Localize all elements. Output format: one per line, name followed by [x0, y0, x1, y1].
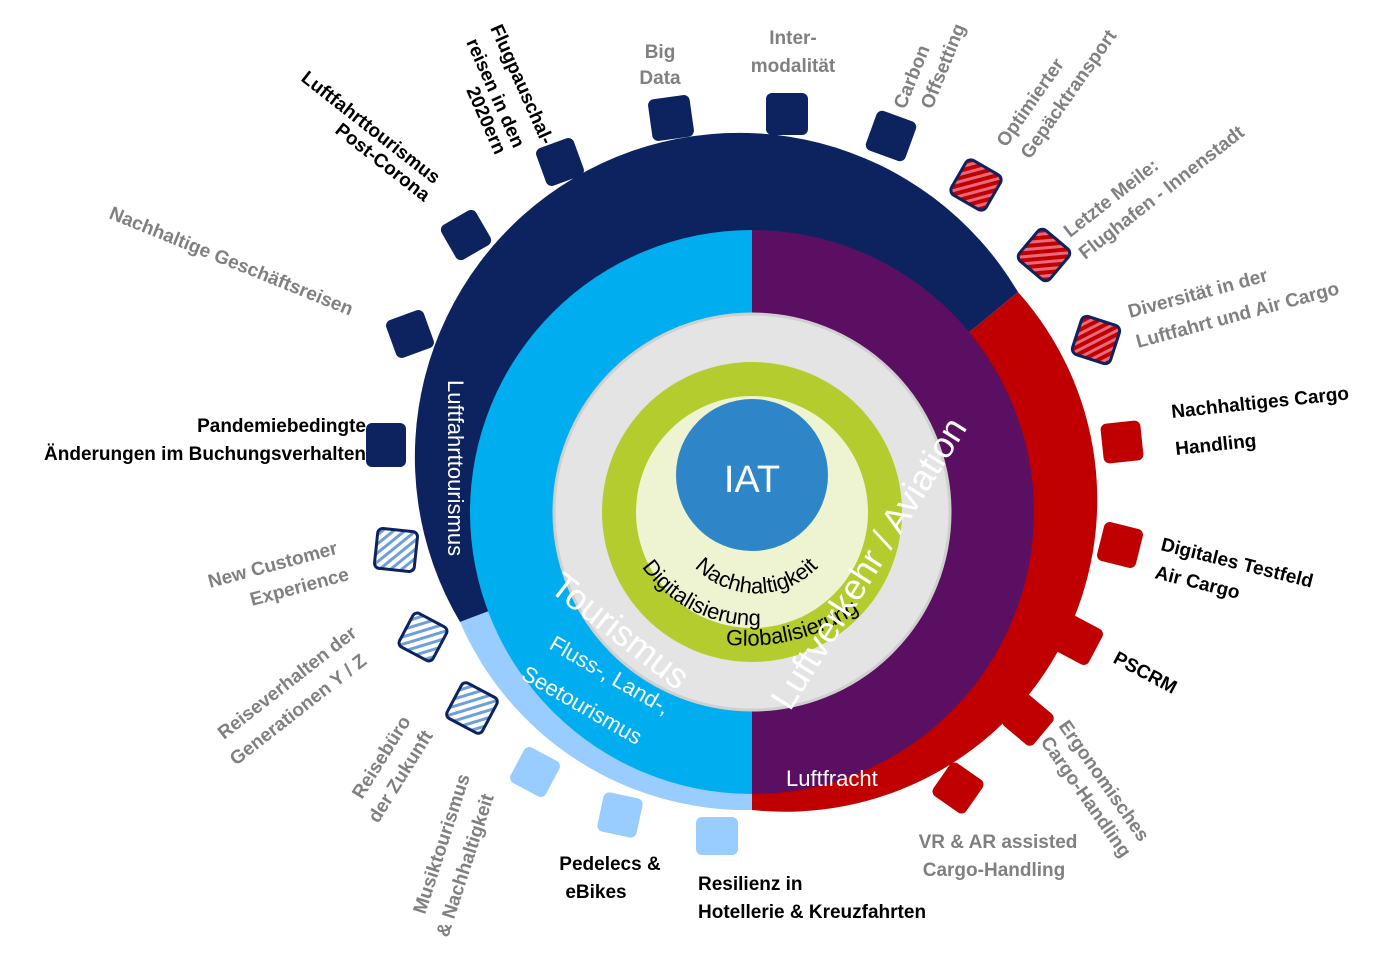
topic-new-customer[interactable]: New Customer Experience — [206, 527, 419, 611]
topic-pedelecs[interactable]: Pedelecs & eBikes — [559, 791, 661, 903]
topic-nachhaltiges-cargo[interactable]: Nachhaltiges Cargo Handling — [1100, 383, 1350, 464]
topic-resilienz[interactable]: Resilienz in Hotellerie & Kreuzfahrten — [696, 817, 926, 923]
svg-text:eBikes: eBikes — [565, 882, 626, 903]
svg-text:Nachhaltiges Cargo: Nachhaltiges Cargo — [1170, 383, 1350, 423]
topic-nachhaltige-geschaeftsreisen[interactable]: Nachhaltige Geschäftsreisen — [106, 203, 436, 359]
svg-text:Pedelecs &: Pedelecs & — [559, 854, 661, 875]
svg-text:Inter-: Inter- — [769, 28, 817, 49]
topic-diversitaet[interactable]: Diversität in der Luftfahrt und Air Carg… — [1070, 265, 1342, 366]
topic-carbon-offsetting[interactable]: Carbon Offsetting — [864, 21, 970, 163]
sector-label-luftfracht: Luftfracht — [786, 766, 878, 791]
svg-text:Cargo-Handling: Cargo-Handling — [923, 860, 1066, 881]
svg-text:Änderungen im Buchungsverhalte: Änderungen im Buchungsverhalten — [44, 444, 366, 465]
topic-letzte-meile[interactable]: Letzte Meile: Flughafen - Innenstadt — [1016, 122, 1249, 284]
svg-text:Big: Big — [645, 42, 676, 63]
svg-text:VR & AR assisted: VR & AR assisted — [919, 832, 1078, 853]
topic-optimierter-gepaecktransport[interactable]: Optimierter Gepäcktransport — [949, 26, 1122, 213]
svg-text:Pandemiebedingte: Pandemiebedingte — [197, 416, 366, 437]
topic-intermodalitaet[interactable]: Inter- modalität — [751, 28, 836, 135]
core-iat — [676, 399, 828, 551]
svg-text:Resilienz in: Resilienz in — [698, 874, 803, 895]
svg-text:PSCRM: PSCRM — [1110, 648, 1180, 699]
core-label: IAT — [724, 459, 780, 501]
topic-vr-ar[interactable]: VR & AR assisted Cargo-Handling — [919, 760, 1078, 881]
topic-big-data[interactable]: Big Data — [639, 42, 694, 142]
svg-text:Handling: Handling — [1174, 431, 1257, 460]
svg-text:Data: Data — [639, 68, 681, 89]
sector-label-luftfahrttourismus: Luftfahrttourismus — [443, 380, 468, 556]
topic-digitales-testfeld[interactable]: Digitales Testfeld Air Cargo — [1096, 521, 1315, 604]
svg-text:Nachhaltige Geschäftsreisen: Nachhaltige Geschäftsreisen — [106, 203, 356, 320]
topic-flugpauschalreisen[interactable]: Flugpauschal- reisen in den 2020ern — [461, 21, 585, 187]
topic-musiktourismus[interactable]: Musiktourismus & Nachhaltigkeit — [410, 745, 562, 940]
svg-text:Luftfahrttourismus: Luftfahrttourismus — [297, 67, 444, 188]
topic-pandemiebedingte[interactable]: Pandemiebedingte Änderungen im Buchungsv… — [44, 416, 406, 467]
topic-pscrm[interactable]: PSCRM — [1051, 613, 1180, 699]
svg-text:modalität: modalität — [751, 56, 836, 77]
svg-text:Hotellerie & Kreuzfahrten: Hotellerie & Kreuzfahrten — [698, 902, 926, 923]
